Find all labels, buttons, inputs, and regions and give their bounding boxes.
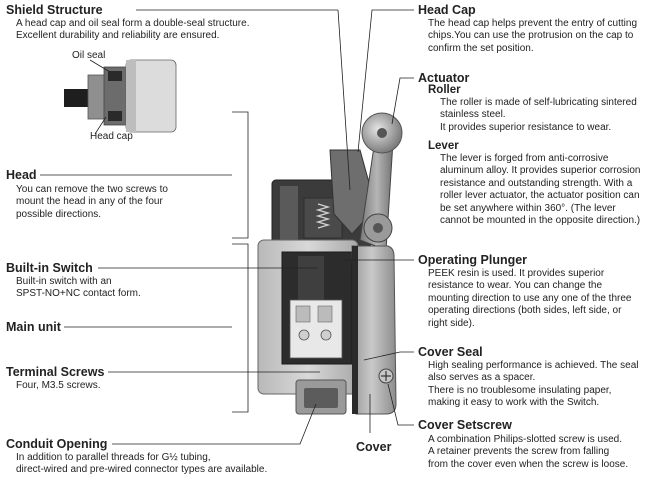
limit-switch-illustration xyxy=(257,112,403,415)
roller-description: The roller is made of self-lubricating s… xyxy=(440,97,637,133)
roller-title: Roller xyxy=(428,84,461,96)
cover-setscrew-description: A combination Philips-slotted screw is u… xyxy=(428,434,629,470)
oil-seal-label: Oil seal xyxy=(72,50,106,61)
head-title: Head xyxy=(6,168,37,182)
shield-structure-description: A head cap and oil seal form a double-se… xyxy=(16,18,250,42)
lever-description: The lever is forged from anti-corrosive … xyxy=(440,153,641,227)
head-description: You can remove the two screws to mount t… xyxy=(16,184,168,220)
terminal-screws-description: Four, M3.5 screws. xyxy=(16,380,101,391)
head-cap-description: The head cap helps prevent the entry of … xyxy=(428,18,638,54)
builtin-switch-description: Built-in switch with an SPST-NO+NC conta… xyxy=(16,276,141,300)
builtin-switch-title: Built-in Switch xyxy=(6,261,93,275)
operating-plunger-description: PEEK resin is used. It provides superior… xyxy=(428,268,632,329)
actuator-title: Actuator xyxy=(418,71,470,85)
shield-structure-illustration xyxy=(64,59,177,133)
conduit-opening-description: In addition to parallel threads for G½ t… xyxy=(16,452,268,476)
head-cap-title: Head Cap xyxy=(418,3,476,17)
cover-title: Cover xyxy=(356,440,392,454)
shield-structure-title: Shield Structure xyxy=(6,3,103,17)
conduit-opening-title: Conduit Opening xyxy=(6,437,108,451)
cover-seal-title: Cover Seal xyxy=(418,345,483,359)
head-cap-inset-label: Head cap xyxy=(90,131,133,142)
terminal-screws-title: Terminal Screws xyxy=(6,365,105,379)
operating-plunger-title: Operating Plunger xyxy=(418,253,528,267)
cover-seal-description: High sealing performance is achieved. Th… xyxy=(428,360,639,409)
cover-setscrew-title: Cover Setscrew xyxy=(418,418,512,432)
lever-title: Lever xyxy=(428,140,459,152)
main-unit-title: Main unit xyxy=(6,320,61,334)
